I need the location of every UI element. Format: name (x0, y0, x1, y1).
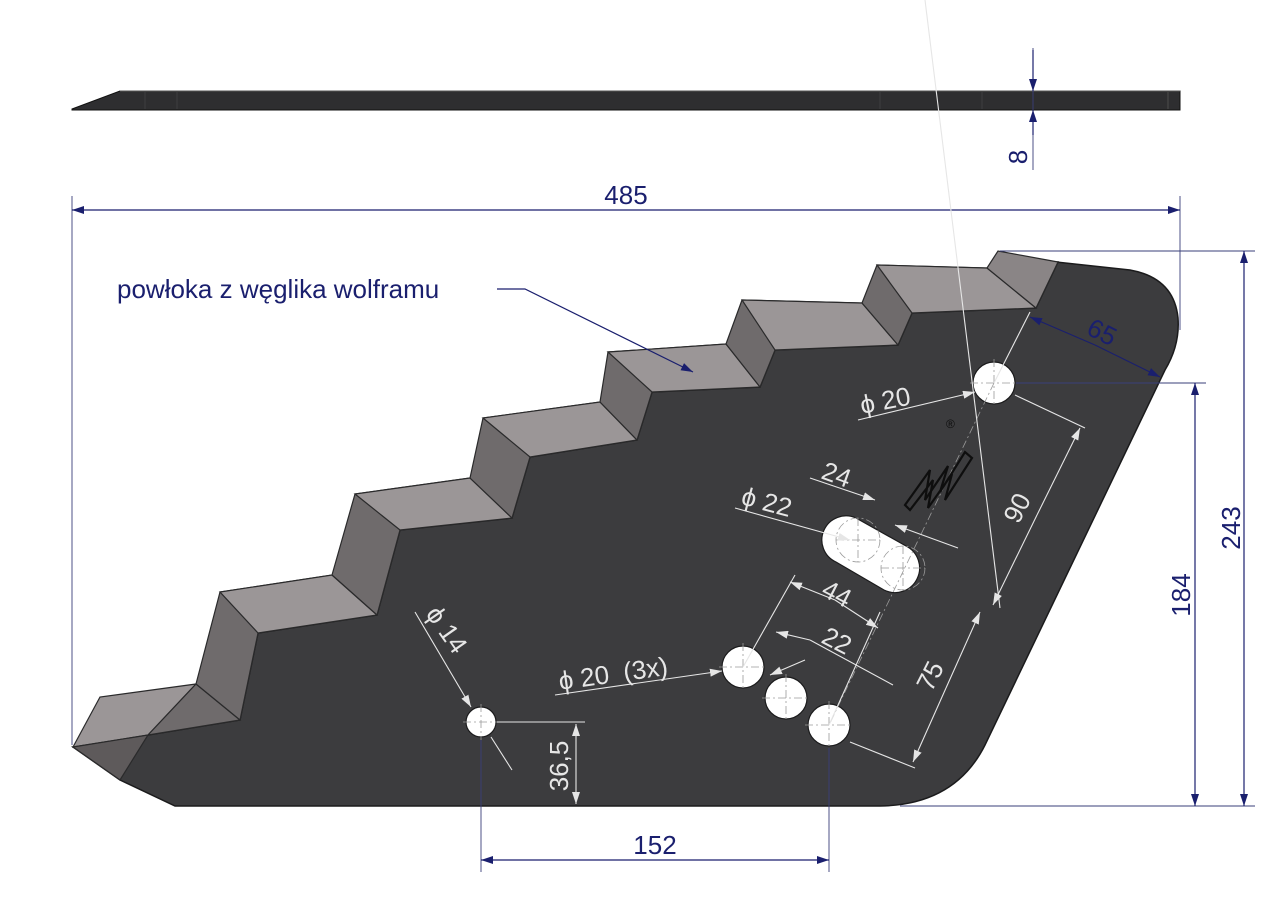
height-36-5-dimension: 36,5 (497, 721, 585, 804)
horizontal-152-dimension: 152 (480, 740, 830, 872)
coating-label: powłoka z węglika wolframu (117, 274, 439, 304)
side-view (71, 90, 1181, 111)
wv-logo-icon: ® (903, 417, 974, 512)
coating-callout: powłoka z węglika wolframu (117, 274, 694, 373)
thickness-dimension: 8 (1003, 48, 1037, 170)
height-184-dimension: 184 (1016, 382, 1206, 806)
length-dimension: 485 (71, 180, 1181, 745)
side-view-blade (71, 90, 1181, 111)
height-243-dimension: 243 (900, 250, 1255, 807)
length-label: 485 (604, 180, 647, 210)
height-36-5-label: 36,5 (544, 741, 574, 792)
registered-mark: ® (946, 417, 955, 431)
horizontal-152-label: 152 (633, 830, 676, 860)
thickness-label: 8 (1003, 150, 1033, 164)
blade-front-view: ® (71, 250, 1179, 807)
height-243-label: 243 (1216, 506, 1246, 549)
height-184-label: 184 (1166, 573, 1196, 616)
blade-body (71, 261, 1179, 807)
